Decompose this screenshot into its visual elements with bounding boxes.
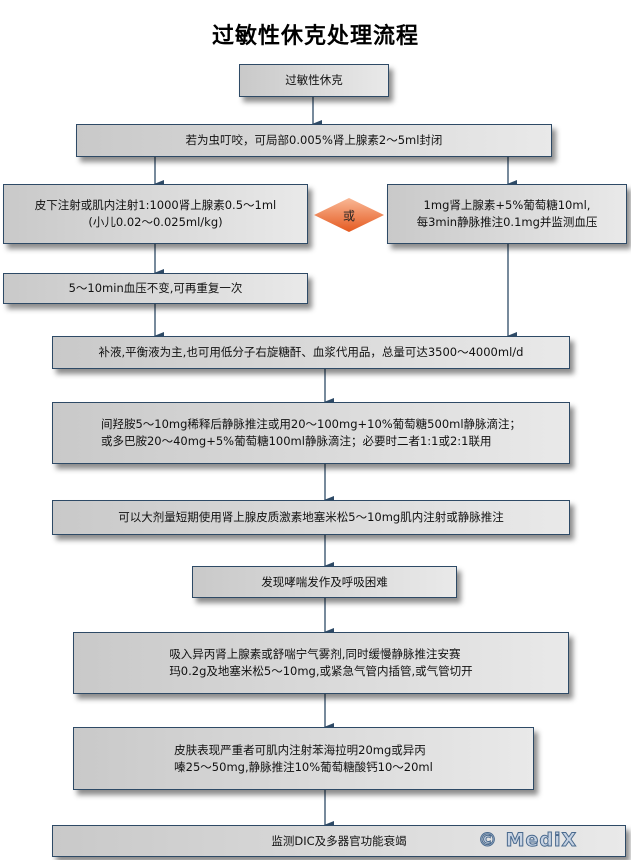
node-inhalation: 吸入异丙肾上腺素或舒喘宁气雾剂,同时缓慢静脉推注安赛 玛0.2g及地塞米松5～1… [73,632,569,694]
node-skin-text: 皮肤表现严重者可肌内注射苯海拉明20mg或异丙 嗪25～50mg,静脉推注10%… [174,742,433,774]
chart-title: 过敏性休克处理流程 [211,24,419,49]
node-repeat-text: 5～10min血压不变,可再重复一次 [68,281,243,295]
medix-watermark: © MediX [477,829,578,852]
node-monitor-text: 监测DIC及多器官功能衰竭 [271,833,407,848]
node-fluids: 补液,平衡液为主,也可用低分子右旋糖酐、血浆代用品，总量可达3500～4000m… [52,336,570,369]
or-label: 或 [342,208,355,223]
node-skin: 皮肤表现严重者可肌内注射苯海拉明20mg或异丙 嗪25～50mg,静脉推注10%… [73,727,534,790]
node-vasopressors-text: 间羟胺5～10mg稀释后静脉推注或用20～100mg+10%葡萄糖500ml静脉… [100,417,522,448]
node-insect-bite: 若为虫叮咬，可局部0.005%肾上腺素2～5ml封闭 [76,124,552,157]
node-start: 过敏性休克 [239,64,389,97]
or-diamond [314,198,384,232]
node-vasopressors: 间羟胺5～10mg稀释后静脉推注或用20～100mg+10%葡萄糖500ml静脉… [52,402,570,464]
node-wheezing-text: 发现哮喘发作及呼吸困难 [261,574,388,589]
node-start-text: 过敏性休克 [285,73,343,87]
node-subcutaneous-text: 皮下注射或肌内注射1:1000肾上腺素0.5～1ml (小儿0.02～0.025… [34,198,277,229]
node-insect-bite-text: 若为虫叮咬，可局部0.005%肾上腺素2～5ml封闭 [185,133,443,147]
node-monitor: 监测DIC及多器官功能衰竭 [52,825,626,857]
node-subcutaneous: 皮下注射或肌内注射1:1000肾上腺素0.5～1ml (小儿0.02～0.025… [3,184,308,244]
node-iv-epinephrine: 1mg肾上腺素+5%葡萄糖10ml, 每3min静脉推注0.1mg并监测血压 [387,184,627,244]
node-fluids-text: 补液,平衡液为主,也可用低分子右旋糖酐、血浆代用品，总量可达3500～4000m… [98,345,524,359]
node-repeat: 5～10min血压不变,可再重复一次 [3,273,308,304]
node-wheezing: 发现哮喘发作及呼吸困难 [192,566,457,598]
node-steroids: 可以大剂量短期使用肾上腺皮质激素地塞米松5～10mg肌内注射或静脉推注 [52,500,570,535]
node-inhalation-text: 吸入异丙肾上腺素或舒喘宁气雾剂,同时缓慢静脉推注安赛 玛0.2g及地塞米松5～1… [169,647,473,678]
node-iv-epinephrine-text: 1mg肾上腺素+5%葡萄糖10ml, 每3min静脉推注0.1mg并监测血压 [416,198,598,229]
node-steroids-text: 可以大剂量短期使用肾上腺皮质激素地塞米松5～10mg肌内注射或静脉推注 [118,510,504,524]
